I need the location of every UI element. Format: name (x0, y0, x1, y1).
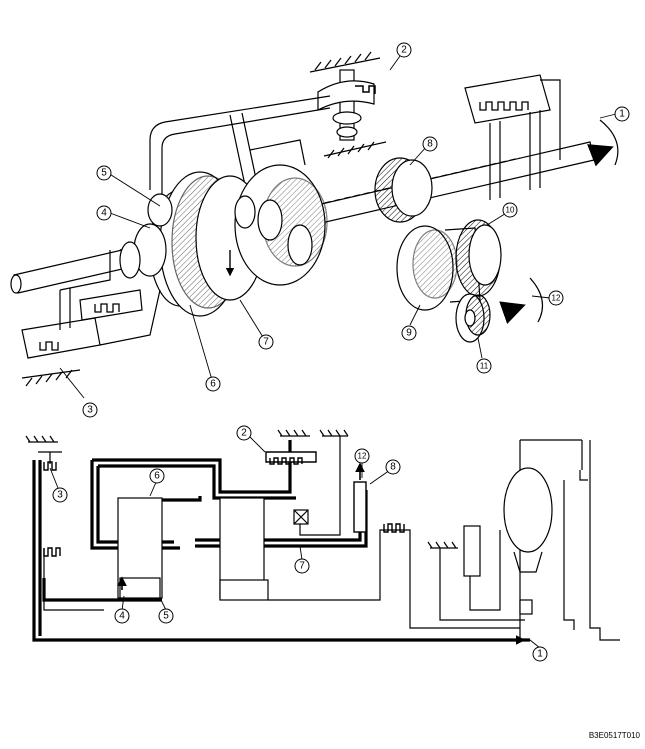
callout-1-top: 1 (614, 106, 630, 122)
callout-4-top: 4 (96, 205, 112, 221)
top-piston-assembly (317, 69, 376, 141)
callout-6-bottom: 6 (149, 468, 165, 484)
callout-label: 12 (358, 452, 367, 461)
thin-hydraulic-lines (38, 436, 620, 641)
heavy-hydraulic-circuit (32, 440, 530, 642)
callout-3-top: 3 (82, 402, 98, 418)
callout-label: 11 (480, 362, 489, 371)
callout-label: 12 (552, 294, 561, 303)
callout-3-bottom: 3 (52, 487, 68, 503)
callout-7-top: 7 (258, 334, 274, 350)
output-rotation-arrow (499, 277, 544, 324)
output-gears (374, 157, 502, 343)
callout-7-bottom: 7 (294, 558, 310, 574)
callout-1-bottom: 1 (532, 646, 548, 662)
callout-label: 6 (154, 471, 160, 482)
ground-symbols (25, 429, 458, 549)
servo-boxes (43, 451, 405, 557)
callout-9-top: 9 (401, 325, 417, 341)
callout-label: 3 (57, 490, 63, 501)
isometric-view (10, 51, 619, 387)
callout-5-top: 5 (96, 165, 112, 181)
callout-label: 7 (263, 337, 269, 348)
callout-2-top: 2 (396, 42, 412, 58)
callout-label: 7 (299, 561, 305, 572)
schematic-view (25, 429, 620, 645)
input-rotation-arrow (587, 119, 619, 167)
callout-10-top: 10 (502, 202, 518, 218)
callout-label: 3 (87, 405, 93, 416)
valves (293, 509, 309, 525)
callout-label: 6 (210, 379, 216, 390)
schematic-arrows (117, 462, 526, 645)
clutch-drum (119, 164, 328, 317)
callout-label: 8 (427, 139, 433, 150)
callout-label: 10 (506, 206, 515, 215)
callout-label: 4 (101, 208, 107, 219)
callout-12-top: 12 (548, 290, 564, 306)
left-servo (21, 250, 161, 359)
callouts (49, 55, 617, 649)
right-accumulator (464, 74, 561, 200)
callout-label: 5 (101, 168, 107, 179)
figure-code: B3E0517T010 (589, 731, 641, 740)
callout-11-top: 11 (476, 358, 492, 374)
callout-6-top: 6 (205, 376, 221, 392)
callout-label: 5 (163, 611, 169, 622)
ground-hatch-top (309, 51, 387, 159)
callout-label: 2 (241, 428, 247, 439)
callout-label: 8 (390, 462, 396, 473)
callout-5-bottom: 5 (158, 608, 174, 624)
ground-hatch-left (21, 369, 81, 387)
upper-hydraulic-line (149, 95, 331, 196)
callout-label: 1 (537, 649, 543, 660)
callout-label: 9 (406, 328, 412, 339)
callout-label: 4 (119, 611, 125, 622)
callout-12-bottom: 12 (354, 448, 370, 464)
callout-labels: 1 2 3 4 5 6 7 8 9 10 11 12 2 3 6 12 8 7 … (52, 42, 630, 662)
callout-label: 1 (619, 109, 625, 120)
callout-2-bottom: 2 (236, 425, 252, 441)
callout-8-bottom: 8 (385, 459, 401, 475)
callout-8-top: 8 (422, 136, 438, 152)
callout-4-bottom: 4 (114, 608, 130, 624)
callout-label: 2 (401, 45, 407, 56)
